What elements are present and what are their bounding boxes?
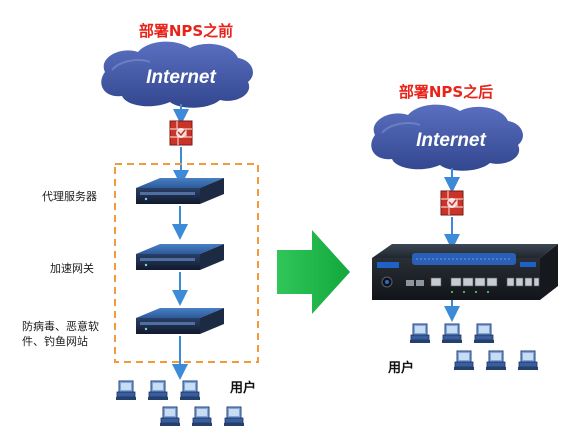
user-computer-icon [115, 380, 137, 401]
user-group-before [115, 380, 245, 427]
user-computer-icon [453, 350, 475, 371]
before-title: 部署NPS之前 [139, 22, 233, 40]
cloud-label: Internet [416, 130, 486, 151]
firewall-icon [169, 120, 193, 146]
firewall-icon [440, 190, 464, 216]
cloud-label: Internet [146, 67, 216, 88]
security-devices-group [114, 163, 259, 363]
server-icon [136, 178, 224, 204]
user-computer-icon [179, 380, 201, 401]
appliance-icon [372, 244, 558, 300]
proxy-server-label: 代理服务器 [42, 190, 97, 203]
cloud-icon [101, 41, 253, 108]
server-icon [136, 308, 224, 334]
cloud-icon [371, 104, 523, 171]
users-label-after: 用户 [387, 360, 414, 376]
user-group-after [409, 323, 539, 371]
after-title: 部署NPS之后 [399, 83, 493, 101]
user-computer-icon [441, 323, 463, 344]
user-computer-icon [517, 350, 539, 371]
user-computer-icon [409, 323, 431, 344]
antivirus-label-line1: 防病毒、恶意软 [22, 319, 99, 333]
server-icon [136, 244, 224, 270]
user-computer-icon [473, 323, 495, 344]
user-computer-icon [147, 380, 169, 401]
user-computer-icon [191, 406, 213, 427]
users-label-before: 用户 [229, 380, 256, 396]
accel-gateway-label: 加速网关 [50, 261, 94, 275]
user-computer-icon [223, 406, 245, 427]
transition-arrow-icon [277, 230, 350, 314]
user-computer-icon [159, 406, 181, 427]
antivirus-label-line2: 件、钓鱼网站 [22, 334, 88, 348]
user-computer-icon [485, 350, 507, 371]
